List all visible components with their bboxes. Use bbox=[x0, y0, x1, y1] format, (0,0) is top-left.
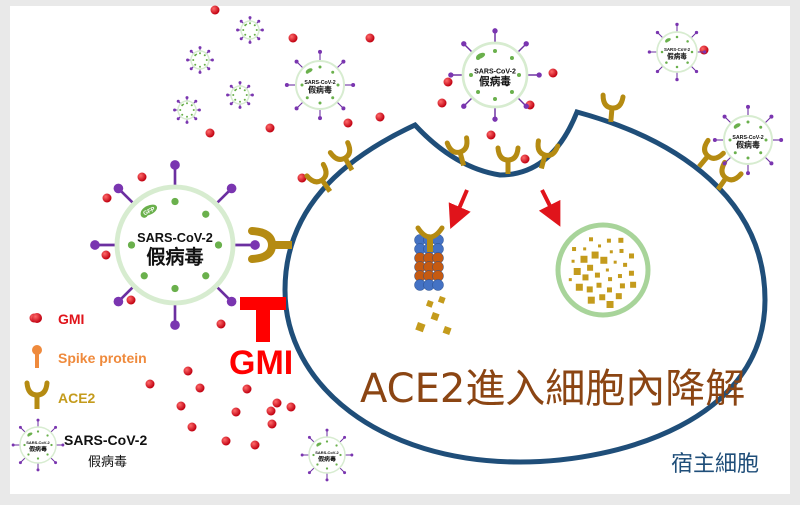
gmi-molecule bbox=[437, 98, 447, 108]
virus-name-zh-text: 假病毒 bbox=[29, 445, 47, 453]
gmi-molecule bbox=[231, 407, 241, 417]
host-cell-membrane bbox=[282, 109, 768, 465]
gmi-molecule bbox=[267, 419, 277, 429]
gmi-molecule bbox=[101, 250, 111, 260]
virus-name-zh-text: 假病毒 bbox=[667, 51, 687, 60]
pseudovirus-icon bbox=[226, 81, 254, 109]
proteasome bbox=[414, 225, 452, 335]
virus-name-text: SARS-CoV-2 bbox=[137, 230, 213, 245]
gmi-molecule bbox=[272, 398, 282, 408]
host-cell-label: 宿主細胞 bbox=[671, 452, 760, 477]
pseudovirus-group: SARS-CoV-2假病毒SARS-CoV-2假病毒SARS-CoV-2假病毒S… bbox=[11, 16, 784, 482]
legend-virus-label: SARS-CoV-2 bbox=[64, 432, 148, 448]
arrow-to-lysosome bbox=[538, 189, 561, 227]
gmi-molecule bbox=[343, 118, 353, 128]
gmi-molecule bbox=[137, 172, 147, 182]
legend-spike-label: Spike protein bbox=[58, 350, 147, 366]
legend-ace2-icon bbox=[27, 383, 47, 409]
gmi-molecule bbox=[286, 402, 296, 412]
gmi-molecule bbox=[520, 154, 530, 164]
pseudovirus-icon bbox=[236, 16, 264, 44]
legend-spike-icon bbox=[35, 352, 39, 368]
gmi-molecule bbox=[297, 173, 307, 183]
gmi-molecule bbox=[176, 401, 186, 411]
virus-name-zh-text: 假病毒 bbox=[146, 246, 203, 269]
gmi-molecule bbox=[265, 123, 275, 133]
gmi-molecule bbox=[365, 33, 375, 43]
gmi-molecule bbox=[195, 383, 205, 393]
virus-name-text: SARS-CoV-2 bbox=[26, 440, 50, 445]
pseudovirus-icon bbox=[186, 46, 214, 74]
gmi-molecule bbox=[102, 193, 112, 203]
gmi-molecule bbox=[443, 77, 453, 87]
arrow-to-proteasome bbox=[448, 189, 471, 230]
pseudovirus-icon bbox=[173, 96, 201, 124]
virus-name-zh-text: 假病毒 bbox=[318, 455, 336, 463]
gmi-molecule bbox=[145, 379, 155, 389]
gmi-molecule bbox=[205, 128, 215, 138]
gmi-molecule bbox=[183, 366, 193, 376]
gmi-molecule bbox=[486, 130, 496, 140]
virus-name-zh-text: 假病毒 bbox=[479, 75, 511, 88]
gmi-molecule bbox=[216, 319, 226, 329]
virus-name-text: SARS-CoV-2 bbox=[732, 135, 763, 141]
virus-name-text: SARS-CoV-2 bbox=[474, 68, 516, 75]
gmi-molecule bbox=[548, 68, 558, 78]
legend-gmi-icon bbox=[32, 313, 42, 323]
virus-name-zh-text: 假病毒 bbox=[308, 85, 332, 95]
gfp-label: GFP bbox=[143, 207, 157, 218]
legend-icons bbox=[27, 313, 47, 409]
gmi-molecule bbox=[288, 33, 298, 43]
gmi-molecule bbox=[250, 440, 260, 450]
legend-ace2-label: ACE2 bbox=[58, 390, 96, 406]
inhibitor-label: GMI bbox=[229, 344, 294, 382]
legend-gmi-label: GMI bbox=[58, 311, 85, 327]
main-caption: ACE2進入細胞內降解 bbox=[360, 366, 746, 412]
gmi-molecule bbox=[187, 422, 197, 432]
gmi-molecule bbox=[126, 295, 136, 305]
gmi-molecule bbox=[210, 5, 220, 15]
virus-name-text: SARS-CoV-2 bbox=[315, 450, 339, 455]
ace2-bound-receptor bbox=[248, 227, 292, 263]
virus-name-text: SARS-CoV-2 bbox=[664, 47, 691, 52]
ace2-receptor-icon bbox=[498, 148, 518, 174]
lysosome bbox=[555, 222, 651, 318]
gmi-molecule bbox=[242, 384, 252, 394]
virus-name-zh-text: 假病毒 bbox=[736, 140, 760, 150]
virus-name-text: SARS-CoV-2 bbox=[304, 80, 335, 86]
legend-virus-sub: 假病毒 bbox=[88, 455, 128, 470]
inhibition-t-icon bbox=[240, 297, 286, 342]
gmi-molecule bbox=[375, 112, 385, 122]
gmi-molecule bbox=[221, 436, 231, 446]
gmi-molecule bbox=[266, 406, 276, 416]
